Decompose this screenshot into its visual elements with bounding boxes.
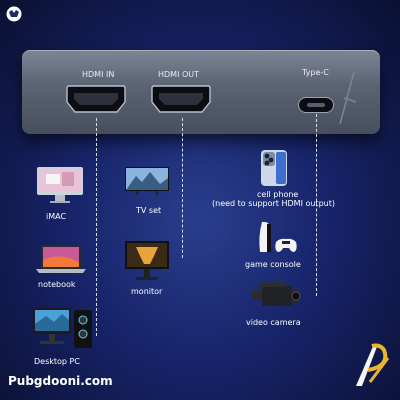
cell-phone-icon	[261, 150, 287, 186]
type-c-connector-line	[316, 114, 317, 296]
hdmi-out-connector-line	[182, 118, 183, 258]
notebook-label: notebook	[38, 280, 76, 289]
video-camera-icon	[252, 281, 301, 306]
type-c-label: Type-C	[302, 68, 329, 77]
cell-phone-note: (need to support HDMI output)	[212, 199, 335, 208]
type-c-port	[298, 97, 334, 113]
device-logo-icon	[339, 71, 357, 125]
hdmi-in-connector-line	[96, 118, 97, 336]
notebook-icon	[36, 245, 86, 273]
watermark-text: Pubgdooni.com	[8, 374, 113, 388]
desktop-pc-label: Desktop PC	[34, 357, 80, 366]
monitor-icon	[125, 241, 169, 280]
tv-set-icon	[125, 167, 169, 195]
desktop-pc-icon	[33, 308, 92, 348]
imac-icon	[37, 167, 83, 203]
video-camera-label: video camera	[246, 318, 301, 327]
hdmi-out-port	[151, 85, 211, 113]
hdmi-in-port	[66, 85, 126, 113]
tv-set-label: TV set	[136, 206, 162, 215]
game-console-label: game console	[245, 260, 301, 269]
hdmi-in-label: HDMI IN	[82, 70, 115, 79]
cell-phone-label: cell phone	[257, 190, 299, 199]
imac-label: iMAC	[46, 212, 67, 221]
monitor-label: monitor	[131, 287, 163, 296]
hdmi-out-label: HDMI OUT	[158, 70, 200, 79]
brand-mark-icon	[356, 343, 390, 386]
brand-logo-icon	[6, 6, 22, 22]
game-console-icon	[259, 221, 297, 252]
